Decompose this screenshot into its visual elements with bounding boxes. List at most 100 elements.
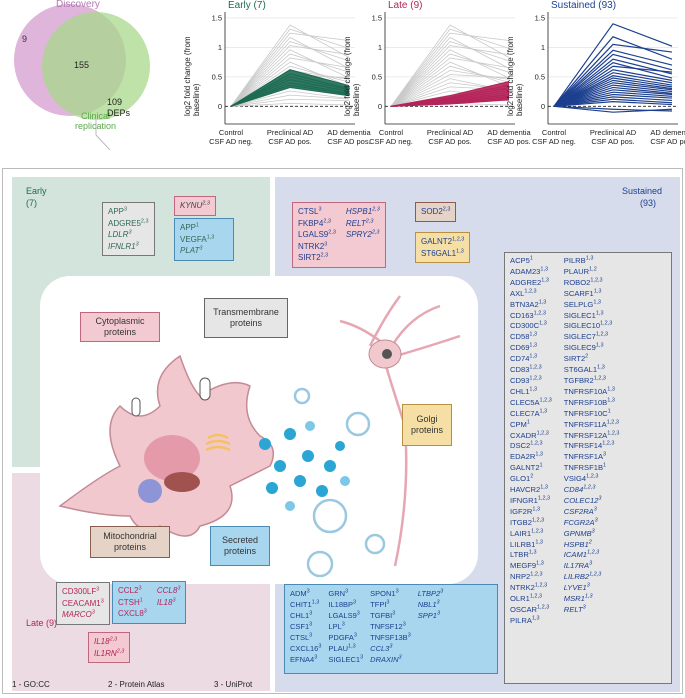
- series-line: [553, 100, 673, 107]
- venn-diagram: [14, 4, 150, 150]
- series-line: [553, 98, 673, 107]
- background-series-line: [390, 49, 510, 107]
- background-series-line: [390, 28, 510, 107]
- chart-ylabel-1: log2 fold change (from baseline): [343, 36, 361, 116]
- early-cytoplasmic-box: KYNU2,3: [174, 196, 216, 216]
- venn-clinical-label: Clinical replication: [75, 111, 117, 131]
- series-line: [230, 82, 350, 107]
- series-line: [553, 75, 673, 107]
- series-line: [230, 69, 350, 107]
- early-region-count: (7): [26, 198, 37, 208]
- membrane-channel-2: [131, 397, 141, 417]
- venn-deps-label: DEPs: [107, 108, 131, 118]
- y-tick-label: 1: [541, 43, 545, 52]
- series-line: [553, 82, 673, 107]
- series-line: [230, 73, 350, 107]
- background-series-line: [390, 57, 510, 107]
- series-line: [553, 58, 673, 107]
- background-series-line: [390, 69, 510, 107]
- venn-discovery-label: Discovery: [56, 0, 100, 10]
- series-line: [230, 86, 350, 107]
- background-series-line: [230, 49, 350, 107]
- series-line: [553, 53, 673, 107]
- line-chart-2: 00.511.5: [535, 12, 678, 125]
- background-series-line: [390, 32, 510, 107]
- background-series-line: [230, 102, 350, 107]
- background-series-line: [390, 53, 510, 107]
- background-series-line: [390, 41, 510, 107]
- background-series-line: [230, 65, 350, 107]
- background-series-line: [230, 98, 350, 107]
- sustained-region-count: (93): [640, 198, 657, 208]
- chart-ylabel-0: log2 fold change (from baseline): [183, 36, 201, 116]
- series-line: [553, 77, 673, 107]
- series-line: [553, 62, 673, 107]
- y-tick-label: 1.5: [372, 13, 382, 22]
- series-line: [230, 84, 350, 107]
- vesicle-circles: [293, 387, 386, 578]
- venn-discovery-only-count: 9: [22, 34, 28, 44]
- cytoplasmic-label: Cytoplasmic proteins: [80, 312, 160, 342]
- line-chart-1: 00.511.5: [372, 12, 515, 125]
- cell-illustration: [58, 295, 461, 578]
- background-series-line: [230, 45, 350, 107]
- series-line: [553, 65, 673, 107]
- background-series-line: [390, 65, 510, 107]
- membrane-channel: [199, 377, 211, 401]
- background-series-line: [390, 45, 510, 107]
- chart-title-2: Sustained (93): [551, 0, 617, 11]
- background-series-line: [390, 24, 510, 107]
- chart-ylabel-2: log2 fold change (from baseline): [506, 36, 524, 116]
- secreted-label: Secreted proteins: [210, 526, 270, 566]
- background-series-line: [390, 36, 510, 107]
- y-tick-label: 0.5: [212, 72, 222, 81]
- y-tick-label: 0.5: [535, 72, 545, 81]
- series-line: [553, 43, 673, 107]
- series-line: [553, 91, 673, 107]
- sustained-mitochondrial-box: SOD22,3: [415, 202, 457, 222]
- series-line: [553, 86, 673, 107]
- background-series-line: [230, 41, 350, 107]
- y-tick-label: 1: [218, 43, 222, 52]
- chart-title-0: Early (7): [228, 0, 266, 11]
- chart-title-1: Late (9): [388, 0, 423, 11]
- background-series-line: [230, 53, 350, 107]
- footnote-protein-atlas: 2 - Protein Atlas: [108, 680, 165, 689]
- background-series-line: [230, 57, 350, 107]
- venn-clinical-circle: [42, 12, 150, 120]
- background-series-line: [230, 61, 350, 107]
- secreted-particles: [259, 421, 350, 511]
- golgi-shape: [205, 433, 231, 452]
- series-line: [390, 99, 510, 107]
- golgi-label: Golgi proteins: [402, 404, 452, 446]
- y-tick-label: 0: [541, 102, 545, 111]
- figure-frame: [2, 168, 683, 694]
- series-line: [553, 23, 673, 107]
- nucleus-shape: [144, 435, 200, 481]
- sustained-region-title: Sustained: [622, 186, 663, 196]
- early-region-title: Early: [26, 186, 47, 196]
- venn-connector-line: [95, 120, 111, 150]
- vesicle-shape: [138, 479, 162, 503]
- series-line: [230, 76, 350, 107]
- background-series-line: [230, 32, 350, 107]
- line-chart-0: 00.511.5: [212, 12, 355, 125]
- y-tick-label: 1: [378, 43, 382, 52]
- late-region-title: Late (9): [26, 618, 58, 628]
- footnote-uniprot: 3 - UniProt: [214, 680, 253, 689]
- mitochondrion-shape: [164, 472, 200, 492]
- y-tick-label: 0: [218, 102, 222, 111]
- series-line: [553, 69, 673, 107]
- transmembrane-label: Transmembrane proteins: [204, 298, 288, 338]
- series-line: [553, 72, 673, 107]
- background-series-line: [230, 94, 350, 107]
